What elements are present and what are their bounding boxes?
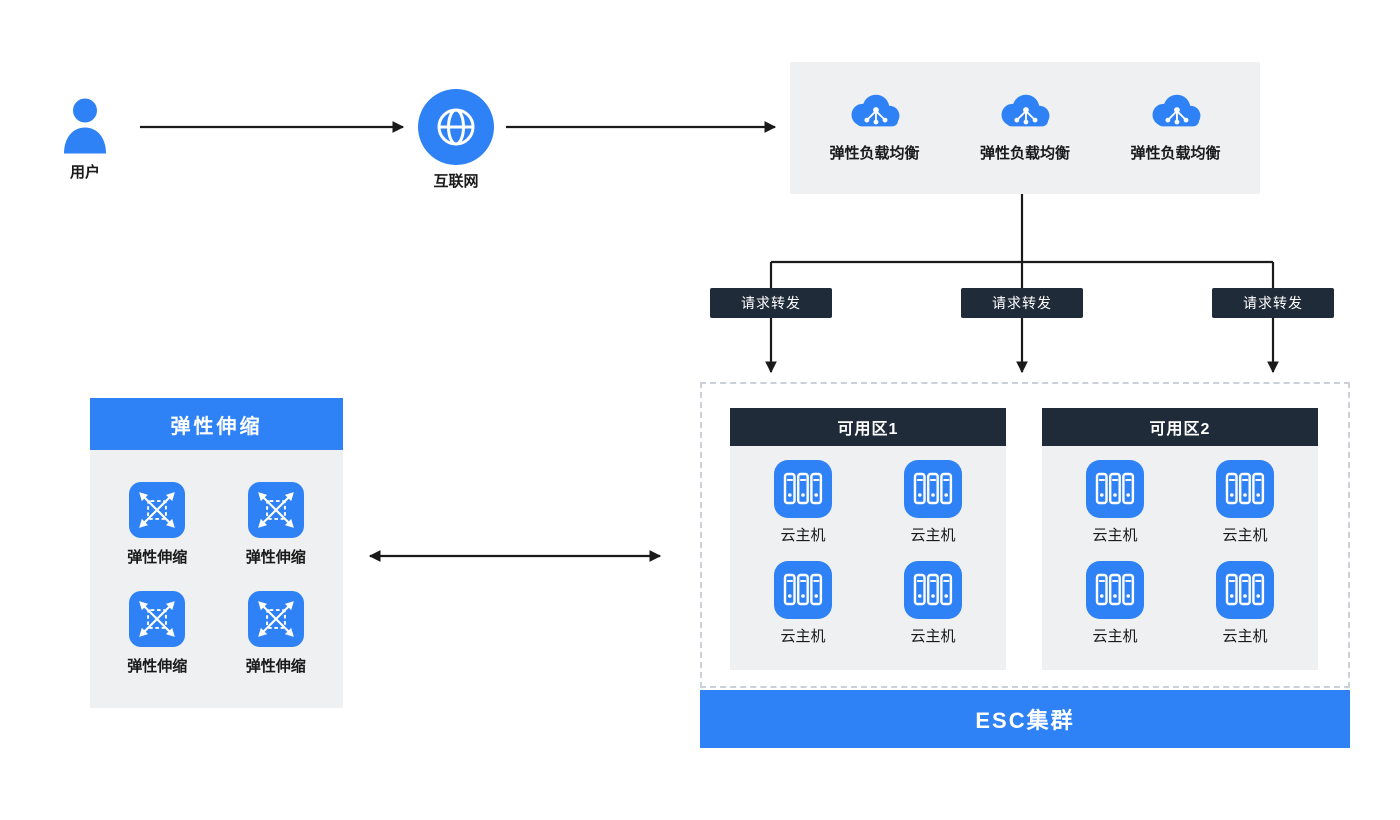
elb-node: 弹性负载均衡 [1110, 88, 1242, 163]
cloud-host: 云主机 [1180, 561, 1310, 646]
cloud-host: 云主机 [1180, 460, 1310, 545]
cloud-host: 云主机 [1050, 561, 1180, 646]
scale-icon [247, 591, 304, 647]
elb-panel: 弹性负载均衡 弹性负载均衡 [790, 62, 1260, 194]
zone-host-grid: 云主机 云主机 [730, 446, 1006, 646]
server-icon [774, 460, 832, 518]
scaling-node: 弹性伸缩 [98, 482, 217, 567]
cloud-host-label: 云主机 [910, 628, 956, 645]
user-icon [64, 98, 106, 154]
cloud-host-label: 云主机 [780, 527, 826, 544]
request-forward-label: 请求转发 [961, 288, 1083, 318]
cloud-host-label: 云主机 [780, 628, 826, 645]
server-icon [904, 561, 962, 619]
user-node [62, 97, 108, 154]
request-forward-label: 请求转发 [710, 288, 832, 318]
esc-cluster-box: 可用区1 云主机 [700, 382, 1350, 688]
zone-host-grid: 云主机 云主机 [1042, 446, 1318, 646]
cloud-host-label: 云主机 [1092, 527, 1138, 544]
internet-globe-icon [418, 89, 494, 165]
internet-node [418, 89, 494, 165]
cloud-host-label: 云主机 [1092, 628, 1138, 645]
availability-zone-1: 可用区1 云主机 [730, 408, 1006, 670]
elb-node: 弹性负载均衡 [959, 88, 1091, 163]
scaling-panel-title: 弹性伸缩 [90, 398, 343, 450]
elb-label: 弹性负载均衡 [1130, 145, 1221, 162]
scaling-node: 弹性伸缩 [98, 591, 217, 676]
elb-label: 弹性负载均衡 [979, 145, 1070, 162]
zone-title: 可用区2 [1042, 408, 1318, 446]
elb-branch-lines [769, 194, 1275, 288]
scale-icon [247, 482, 304, 538]
scaling-node-label: 弹性伸缩 [245, 658, 306, 675]
cloud-host: 云主机 [738, 561, 868, 646]
request-forward-label: 请求转发 [1212, 288, 1334, 318]
cloud-host: 云主机 [868, 561, 998, 646]
server-icon [904, 460, 962, 518]
scaling-panel: 弹性伸缩 弹性伸缩 [90, 398, 343, 708]
load-balancer-cloud-icon [1152, 94, 1200, 127]
server-icon [1086, 561, 1144, 619]
cloud-host: 云主机 [1050, 460, 1180, 545]
scaling-node-label: 弹性伸缩 [245, 549, 306, 566]
scaling-node-label: 弹性伸缩 [127, 658, 188, 675]
scaling-grid: 弹性伸缩 弹性伸缩 [90, 450, 343, 676]
scale-icon [129, 482, 186, 538]
esc-cluster-banner: ESC集群 [700, 690, 1350, 748]
load-balancer-cloud-icon [1001, 94, 1050, 127]
server-icon [774, 561, 832, 619]
user-label: 用户 [69, 164, 100, 181]
scaling-node: 弹性伸缩 [217, 591, 336, 676]
server-icon [1216, 460, 1274, 518]
cloud-host: 云主机 [738, 460, 868, 545]
cloud-host: 云主机 [868, 460, 998, 545]
load-balancer-cloud-icon [851, 94, 899, 127]
server-icon [1086, 460, 1144, 518]
zone-title: 可用区1 [730, 408, 1006, 446]
availability-zone-2: 可用区2 云主机 [1042, 408, 1318, 670]
elb-label: 弹性负载均衡 [829, 145, 920, 162]
scaling-node: 弹性伸缩 [217, 482, 336, 567]
cloud-host-label: 云主机 [1222, 628, 1268, 645]
cloud-host-label: 云主机 [1222, 527, 1268, 544]
server-icon [1216, 561, 1274, 619]
scale-icon [129, 591, 186, 647]
scaling-node-label: 弹性伸缩 [127, 549, 188, 566]
internet-label: 互联网 [433, 173, 479, 190]
elb-node: 弹性负载均衡 [809, 88, 941, 163]
cloud-host-label: 云主机 [910, 527, 956, 544]
